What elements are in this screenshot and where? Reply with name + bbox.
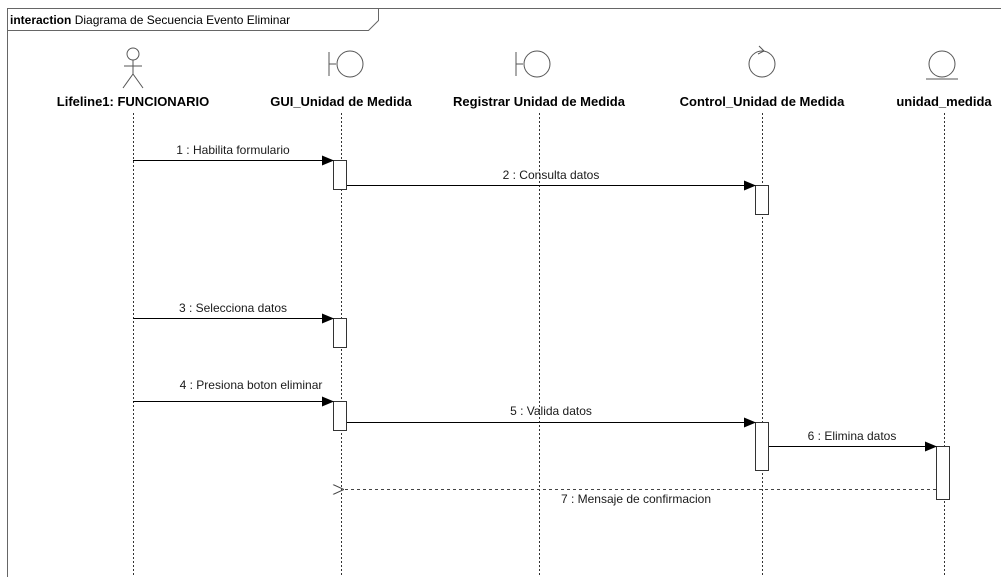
frame-title-name: Diagrama de Secuencia Evento Eliminar: [75, 13, 290, 27]
message-label-6: 6 : Elimina datos: [808, 429, 897, 443]
message-label-5: 5 : Valida datos: [510, 404, 592, 418]
activation-bar-control: [756, 423, 769, 471]
message-label-2: 2 : Consulta datos: [503, 168, 600, 182]
activation-bar-gui: [334, 319, 347, 348]
boundary-icon: [516, 51, 550, 77]
entity-icon: [926, 51, 958, 79]
frame-keyword: interaction: [10, 13, 71, 27]
frame-title: interaction Diagrama de Secuencia Evento…: [10, 13, 290, 27]
activation-bar-gui: [334, 402, 347, 431]
control-icon: [749, 46, 775, 77]
message-label-7: 7 : Mensaje de confirmacion: [561, 492, 711, 506]
boundary-icon: [329, 51, 363, 77]
lifeline-label-gui: GUI_Unidad de Medida: [270, 94, 412, 109]
lifeline-label-entidad: unidad_medida: [896, 94, 992, 109]
message-label-3: 3 : Selecciona datos: [179, 301, 287, 315]
message-label-4: 4 : Presiona boton eliminar: [180, 378, 323, 392]
lifeline-label-registrar: Registrar Unidad de Medida: [453, 94, 626, 109]
activation-bar-control: [756, 186, 769, 215]
message-label-1: 1 : Habilita formulario: [176, 143, 290, 157]
lifeline-label-control: Control_Unidad de Medida: [680, 94, 845, 109]
lifeline-label-funcionario: Lifeline1: FUNCIONARIO: [57, 94, 209, 109]
activation-bar-gui: [334, 161, 347, 190]
activation-bar-entidad: [937, 447, 950, 500]
actor-icon: [123, 48, 143, 88]
